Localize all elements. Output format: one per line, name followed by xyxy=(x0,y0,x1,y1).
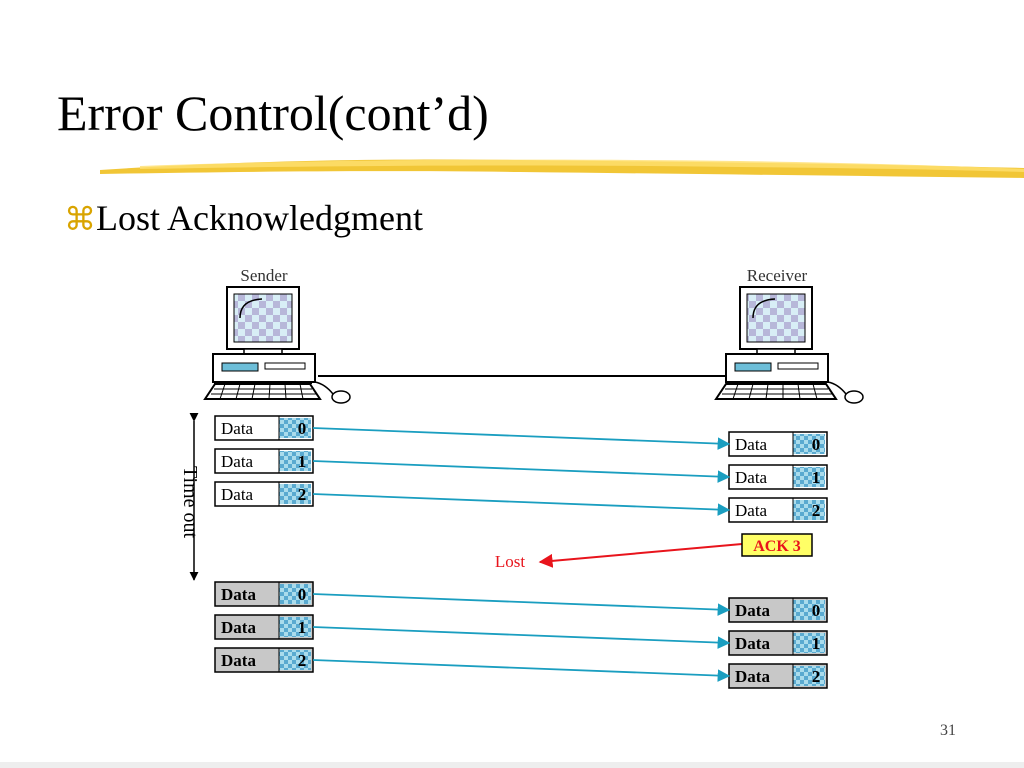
sender-retransmit-frame-0: Data 0 xyxy=(214,581,314,607)
frame-number: 2 xyxy=(812,501,821,520)
sender-mouse-icon xyxy=(314,381,351,404)
frame-number-cell xyxy=(793,434,825,454)
data-arrow-1 xyxy=(312,460,731,483)
frame-number: 0 xyxy=(298,419,307,438)
frame-number-cell xyxy=(793,600,825,620)
receiver-retransmit-frame-2: Data 2 xyxy=(728,663,828,689)
frame-number: 0 xyxy=(812,601,821,620)
ack-box xyxy=(741,533,813,557)
retransmit-arrow-0 xyxy=(312,593,731,616)
frame-label: Data xyxy=(221,618,256,637)
lost-label: Lost xyxy=(495,552,526,571)
bullet-text: Lost Acknowledgment xyxy=(96,198,423,238)
receiver-frame-2: Data 2 xyxy=(728,497,828,523)
receiver-label: Receiver xyxy=(747,266,808,285)
frame-number: 0 xyxy=(812,435,821,454)
frame-number-cell xyxy=(793,500,825,520)
sender-frame-2: Data 2 xyxy=(214,481,314,507)
footer-bar xyxy=(0,762,1024,768)
frame-label: Data xyxy=(735,634,770,653)
timeout-label: Time out xyxy=(179,466,201,539)
frame-number-cell xyxy=(279,451,311,471)
frame-number: 0 xyxy=(298,585,307,604)
command-bullet-icon: ⌘ xyxy=(64,200,96,238)
frame-label: Data xyxy=(735,601,770,620)
frame-label: Data xyxy=(221,419,254,438)
sender-frame-1: Data 1 xyxy=(214,448,314,474)
frame-number: 1 xyxy=(298,618,307,637)
receiver-retransmit-frame-1: Data 1 xyxy=(728,630,828,656)
page-number: 31 xyxy=(940,722,956,739)
frame-label: Data xyxy=(735,667,770,686)
receiver-mouse-icon xyxy=(827,381,864,404)
title-underline xyxy=(100,159,1024,178)
receiver-retransmit-frame-0: Data 0 xyxy=(728,597,828,623)
sender-retransmit-frame-1: Data 1 xyxy=(214,614,314,640)
frame-number-cell xyxy=(279,484,311,504)
frame-number: 2 xyxy=(812,667,821,686)
frame-number-cell xyxy=(793,666,825,686)
bullet-item: ⌘Lost Acknowledgment xyxy=(64,197,423,239)
frame-number: 1 xyxy=(812,634,821,653)
frame-label: Data xyxy=(735,501,768,520)
frame-number-cell xyxy=(279,650,311,670)
sender-retransmit-frame-2: Data 2 xyxy=(214,647,314,673)
frame-label: Data xyxy=(221,651,256,670)
data-arrow-0 xyxy=(312,427,731,450)
frame-number-cell xyxy=(793,633,825,653)
sender-computer-icon xyxy=(203,286,322,400)
frame-number: 1 xyxy=(812,468,821,487)
sender-label: Sender xyxy=(240,266,288,285)
slide-title: Error Control(cont’d) xyxy=(57,85,489,141)
lost-ack-arrow xyxy=(538,543,743,568)
receiver-frame-1: Data 1 xyxy=(728,464,828,490)
data-arrow-2 xyxy=(312,493,731,516)
frame-number-cell xyxy=(279,617,311,637)
ack-label: ACK 3 xyxy=(753,538,801,555)
retransmit-arrow-1 xyxy=(312,626,731,649)
frame-label: Data xyxy=(221,485,254,504)
frame-label: Data xyxy=(221,585,256,604)
receiver-frame-0: Data 0 xyxy=(728,431,828,457)
frame-label: Data xyxy=(735,435,768,454)
frame-number: 1 xyxy=(298,452,307,471)
retransmit-arrow-2 xyxy=(312,659,731,682)
frame-number-cell xyxy=(279,584,311,604)
frame-label: Data xyxy=(735,468,768,487)
sender-frame-0: Data 0 xyxy=(214,415,314,441)
frame-number: 2 xyxy=(298,485,307,504)
frame-number: 2 xyxy=(298,651,307,670)
receiver-computer-icon xyxy=(714,286,838,400)
frame-label: Data xyxy=(221,452,254,471)
frame-number-cell xyxy=(279,418,311,438)
frame-number-cell xyxy=(793,467,825,487)
